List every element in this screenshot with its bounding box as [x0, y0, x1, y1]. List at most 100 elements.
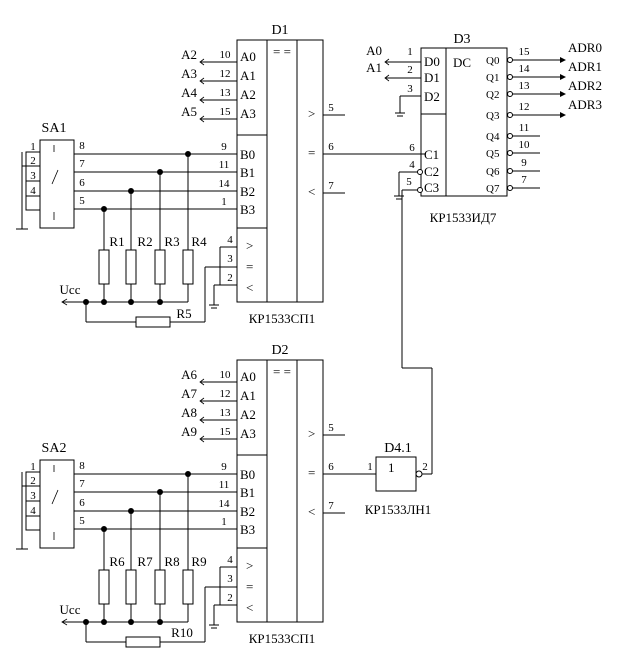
d2-a0-label: A0 — [240, 369, 256, 384]
d1-pin-9: 9 — [221, 141, 227, 153]
d2-signal-a8: A8 — [181, 405, 197, 420]
r4-label: R4 — [191, 234, 207, 249]
d2-b3-label: B3 — [240, 522, 255, 537]
r8-label: R8 — [164, 554, 179, 569]
d3-pin-6: 6 — [409, 142, 415, 154]
sa1-ref: SA1 — [42, 121, 67, 136]
d1-pin-1: 1 — [221, 196, 227, 208]
sa2-pin-1: 1 — [30, 461, 36, 473]
d2-signal-a7: A7 — [181, 386, 197, 401]
d1-pin-5: 5 — [328, 102, 334, 114]
sa1-body — [39, 139, 75, 229]
resistor-r6 — [98, 569, 110, 605]
sa2-body — [39, 459, 75, 549]
d3-pin-12: 12 — [519, 101, 530, 113]
d1-cin-gt: > — [246, 238, 253, 253]
d2-pin-13: 13 — [220, 407, 232, 419]
d1-cin-eq: = — [246, 259, 253, 274]
d3-ref: D3 — [453, 32, 470, 47]
adr1-label: ADR1 — [568, 59, 602, 74]
d2-pin-15: 15 — [220, 426, 232, 438]
r3-label: R3 — [164, 234, 179, 249]
d1-a0-label: A0 — [240, 49, 256, 64]
sa1-pin-6: 6 — [79, 177, 85, 189]
d3-pin-14: 14 — [519, 63, 531, 75]
d2-b0-label: B0 — [240, 467, 255, 482]
d3-pin-3: 3 — [407, 83, 413, 95]
d2-a3-label: A3 — [240, 426, 256, 441]
r7-label: R7 — [137, 554, 153, 569]
sa2-pin-2: 2 — [30, 475, 36, 487]
d2-a2-label: A2 — [240, 407, 256, 422]
d3-pin-15: 15 — [519, 46, 531, 58]
d2-a1-label: A1 — [240, 388, 256, 403]
d1-a3-label: A3 — [240, 106, 256, 121]
d4-type-label: КР1533ЛН1 — [365, 502, 432, 517]
d3-q6-label: Q6 — [486, 166, 500, 178]
resistor-r2 — [125, 249, 137, 285]
d3-d2-label: D2 — [424, 89, 440, 104]
d3-pin-4: 4 — [409, 159, 415, 171]
d3-q5-label: Q5 — [486, 148, 500, 160]
d3-pin-13: 13 — [519, 80, 531, 92]
r9-label: R9 — [191, 554, 206, 569]
d2-b2-label: B2 — [240, 504, 255, 519]
resistor-r7 — [125, 569, 137, 605]
d1-signal-a4: A4 — [181, 85, 197, 100]
d3-pin-2: 2 — [407, 64, 413, 76]
d3-q3-label: Q3 — [486, 110, 500, 122]
inverter-d4: D4.1 1 1 2 КР1533ЛН1 — [365, 189, 433, 517]
adr2-label: ADR2 — [568, 78, 602, 93]
sa1-pin-4: 4 — [30, 185, 36, 197]
d1-cin-lt: < — [246, 280, 253, 295]
d3-body — [420, 47, 508, 197]
resistors-r1-r5: R1 R2 R3 R4 Ucc R5 — [60, 154, 207, 328]
d4-ref: D4.1 — [384, 441, 412, 456]
d1-pin-13: 13 — [220, 87, 232, 99]
d2-signal-a9: A9 — [181, 424, 197, 439]
d1-signal-a2: A2 — [181, 47, 197, 62]
d3-q0-label: Q0 — [486, 55, 500, 67]
d3-c3-label: C3 — [424, 180, 439, 195]
resistor-r10 — [125, 636, 161, 648]
d3-pin-11: 11 — [519, 122, 530, 134]
d2-out-gt: > — [308, 426, 315, 441]
d2-pin-5: 5 — [328, 422, 334, 434]
d2-cin-eq: = — [246, 579, 253, 594]
d2-ref: D2 — [271, 343, 288, 358]
d1-signal-a3: A3 — [181, 66, 197, 81]
d2-cin-gt: > — [246, 558, 253, 573]
d1-ref: D1 — [271, 23, 288, 38]
sa1-pin-5: 5 — [79, 195, 85, 207]
sa2-ref: SA2 — [42, 441, 67, 456]
d2-body — [236, 359, 324, 623]
sa1-pin-8: 8 — [79, 140, 85, 152]
d1-b1-label: B1 — [240, 165, 255, 180]
d3-pin-9: 9 — [521, 157, 527, 169]
d2-pin-4: 4 — [227, 554, 233, 566]
d1-a1-label: A1 — [240, 68, 256, 83]
sa1-pin-7: 7 — [79, 158, 85, 170]
d2-pin-3: 3 — [227, 573, 233, 585]
sa2-pin-6: 6 — [79, 497, 85, 509]
ucc-label-top: Ucc — [60, 282, 81, 297]
d1-pin-14: 14 — [219, 178, 231, 190]
d1-pin-2: 2 — [227, 272, 233, 284]
d1-pin-4: 4 — [227, 234, 233, 246]
resistor-r9 — [182, 569, 194, 605]
d2-pin-1: 1 — [221, 516, 227, 528]
d3-q4-label: Q4 — [486, 131, 500, 143]
adr0-label: ADR0 — [568, 40, 602, 55]
d1-b2-label: B2 — [240, 184, 255, 199]
d1-signal-a5: A5 — [181, 104, 197, 119]
d2-pin-7: 7 — [328, 500, 334, 512]
d2-pin-12: 12 — [220, 388, 231, 400]
d1-out-eq: = — [308, 145, 315, 160]
d3-c2-label: C2 — [424, 164, 439, 179]
d2-out-eq: = — [308, 465, 315, 480]
d1-func-label: = = — [273, 44, 291, 59]
d2-func-label: = = — [273, 364, 291, 379]
resistor-r1 — [98, 249, 110, 285]
d3-q7-label: Q7 — [486, 183, 500, 195]
d1-a2-label: A2 — [240, 87, 256, 102]
